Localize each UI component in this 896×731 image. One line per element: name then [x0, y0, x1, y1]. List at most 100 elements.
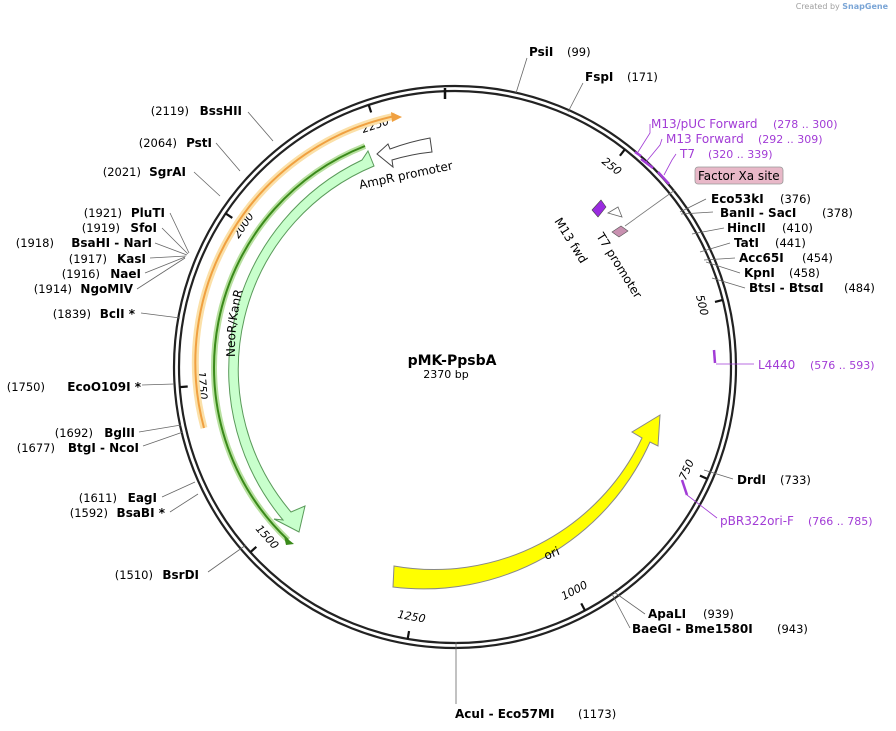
- enzyme-name[interactable]: BanII - SacI: [720, 206, 796, 220]
- scale-tick-label: 250: [599, 155, 624, 178]
- factor-xa-label: Factor Xa site: [698, 169, 780, 183]
- t7-primer-mark[interactable]: [657, 171, 670, 185]
- snapgene-logo: SnapGene: [842, 2, 888, 11]
- drdi-leader: [703, 469, 734, 480]
- m13-puc-mark[interactable]: [634, 150, 642, 158]
- enzyme-pos: (1839): [53, 307, 91, 321]
- bsshii-leader: [247, 111, 274, 142]
- acc65i-leader: [703, 257, 736, 261]
- enzyme-pos: (1611): [79, 491, 117, 505]
- enzyme-name[interactable]: FspI: [585, 70, 613, 84]
- enzyme-name[interactable]: KasI: [117, 252, 146, 266]
- enzyme-name[interactable]: SfoI: [130, 221, 157, 235]
- backbone: [172, 84, 738, 650]
- enzyme-name[interactable]: BssHII: [200, 104, 242, 118]
- enzyme-name[interactable]: PluTI: [131, 206, 165, 220]
- orf-orange-arc[interactable]: [194, 115, 396, 429]
- ori-label: ori: [542, 544, 562, 563]
- primer-name[interactable]: L4440: [758, 358, 795, 372]
- m13-fwd-feature[interactable]: [591, 199, 607, 218]
- enzyme-name[interactable]: BsrDI: [162, 568, 199, 582]
- credit-prefix: Created by: [795, 2, 840, 11]
- enzyme-name[interactable]: EagI: [128, 491, 157, 505]
- plasmid-name: pMK-PpsbA: [408, 353, 497, 369]
- naei-leader: [144, 256, 186, 274]
- enzyme-name[interactable]: NaeI: [110, 267, 141, 281]
- enzyme-name[interactable]: BclI *: [100, 307, 136, 321]
- backbone-inner-strand: [177, 89, 733, 645]
- enzyme-name[interactable]: BglII: [104, 426, 135, 440]
- psti-leader: [215, 142, 241, 172]
- m13-fwd-leader: [645, 138, 663, 163]
- enzyme-name[interactable]: NgoMIV: [80, 282, 133, 296]
- bglii-leader: [138, 424, 182, 433]
- enzyme-pos: (1918): [16, 236, 54, 250]
- enzyme-name[interactable]: BsaBI *: [117, 506, 166, 520]
- scale-tick-mark: [179, 385, 188, 389]
- enzyme-pos: (378): [822, 206, 853, 220]
- enzyme-name[interactable]: Acc65I: [739, 251, 784, 265]
- enzyme-name[interactable]: BsaHI - NarI: [71, 236, 152, 250]
- primer-name[interactable]: M13/pUC Forward: [651, 117, 758, 131]
- enzyme-pos: (1692): [55, 426, 93, 440]
- enzyme-pos: (1592): [70, 506, 108, 520]
- enzyme-name[interactable]: PsiI: [529, 45, 553, 59]
- enzyme-name[interactable]: SgrAI: [149, 165, 186, 179]
- ampr-promoter-arrow[interactable]: [376, 137, 433, 169]
- enzyme-labels: PsiI (99) FspI (171) Eco53kI (376) BanII…: [455, 45, 875, 721]
- enzyme-name[interactable]: BtsI - BtsαI: [749, 281, 824, 295]
- banii-leader: [680, 211, 714, 215]
- enzyme-pos: (171): [627, 70, 658, 84]
- bsrdi-leader: [207, 544, 247, 573]
- lac-fragment-feature[interactable]: [607, 206, 623, 218]
- kasi-leader: [149, 255, 187, 259]
- enzyme-name[interactable]: PstI: [186, 136, 212, 150]
- m13-fwd-mark[interactable]: [640, 158, 654, 169]
- sgrai-leader: [193, 171, 221, 197]
- kpni-leader: [705, 261, 741, 274]
- orf-orange-arrowhead: [391, 112, 402, 122]
- btsi-leader: [711, 277, 746, 289]
- enzyme-pos: (1919): [82, 221, 120, 235]
- enzyme-pos: (2021): [103, 165, 141, 179]
- scale-tick-mark: [619, 148, 626, 157]
- primer-pos: (278 .. 300): [773, 118, 838, 131]
- enzyme-name[interactable]: KpnI: [744, 266, 775, 280]
- enzyme-pos: (1916): [62, 267, 100, 281]
- orf-green-arc[interactable]: [213, 145, 366, 541]
- primer-labels: M13/pUC Forward (278 .. 300) M13 Forward…: [651, 117, 875, 528]
- enzyme-leaders: [136, 57, 746, 704]
- pbr322-mark[interactable]: [680, 479, 689, 496]
- scale-tick-mark: [406, 630, 411, 640]
- enzyme-name[interactable]: AcuI - Eco57MI: [455, 707, 554, 721]
- enzyme-name[interactable]: DrdI: [737, 473, 766, 487]
- scale-tick-mark: [249, 546, 258, 554]
- factor-xa-box[interactable]: [694, 166, 784, 185]
- enzyme-name[interactable]: HincII: [727, 221, 766, 235]
- primer-name[interactable]: T7: [679, 147, 695, 161]
- enzyme-name[interactable]: TatI: [734, 236, 759, 250]
- scale-tick-label: 500: [693, 293, 711, 317]
- scale-tick-mark: [580, 602, 586, 611]
- enzyme-name[interactable]: EcoO109I *: [67, 380, 141, 394]
- primer-name[interactable]: M13 Forward: [666, 132, 744, 146]
- scale-tick-mark: [714, 298, 724, 304]
- t7-promoter-feature[interactable]: [611, 225, 629, 238]
- t7-leader: [663, 153, 677, 176]
- enzyme-name[interactable]: Eco53kI: [711, 192, 764, 206]
- primer-pos: (320 .. 339): [708, 148, 773, 161]
- primer-name[interactable]: pBR322ori-F: [720, 514, 794, 528]
- scale-tick-label: 1250: [397, 608, 427, 626]
- enzyme-pos: (484): [844, 281, 875, 295]
- ori-arrow[interactable]: [392, 414, 661, 590]
- m13-fwd-label: M13 fwd: [551, 215, 590, 266]
- neor-kanr-arrow[interactable]: [228, 149, 375, 533]
- btgi-leader: [142, 431, 184, 447]
- l4440-mark[interactable]: [712, 349, 717, 364]
- enzyme-name[interactable]: BtgI - NcoI: [68, 441, 139, 455]
- enzyme-name[interactable]: ApaLI: [648, 607, 686, 621]
- fspi-leader: [567, 82, 584, 113]
- enzyme-name[interactable]: BaeGI - Bme1580I: [632, 622, 753, 636]
- enzyme-pos: (2064): [139, 136, 177, 150]
- enzyme-pos: (1914): [34, 282, 72, 296]
